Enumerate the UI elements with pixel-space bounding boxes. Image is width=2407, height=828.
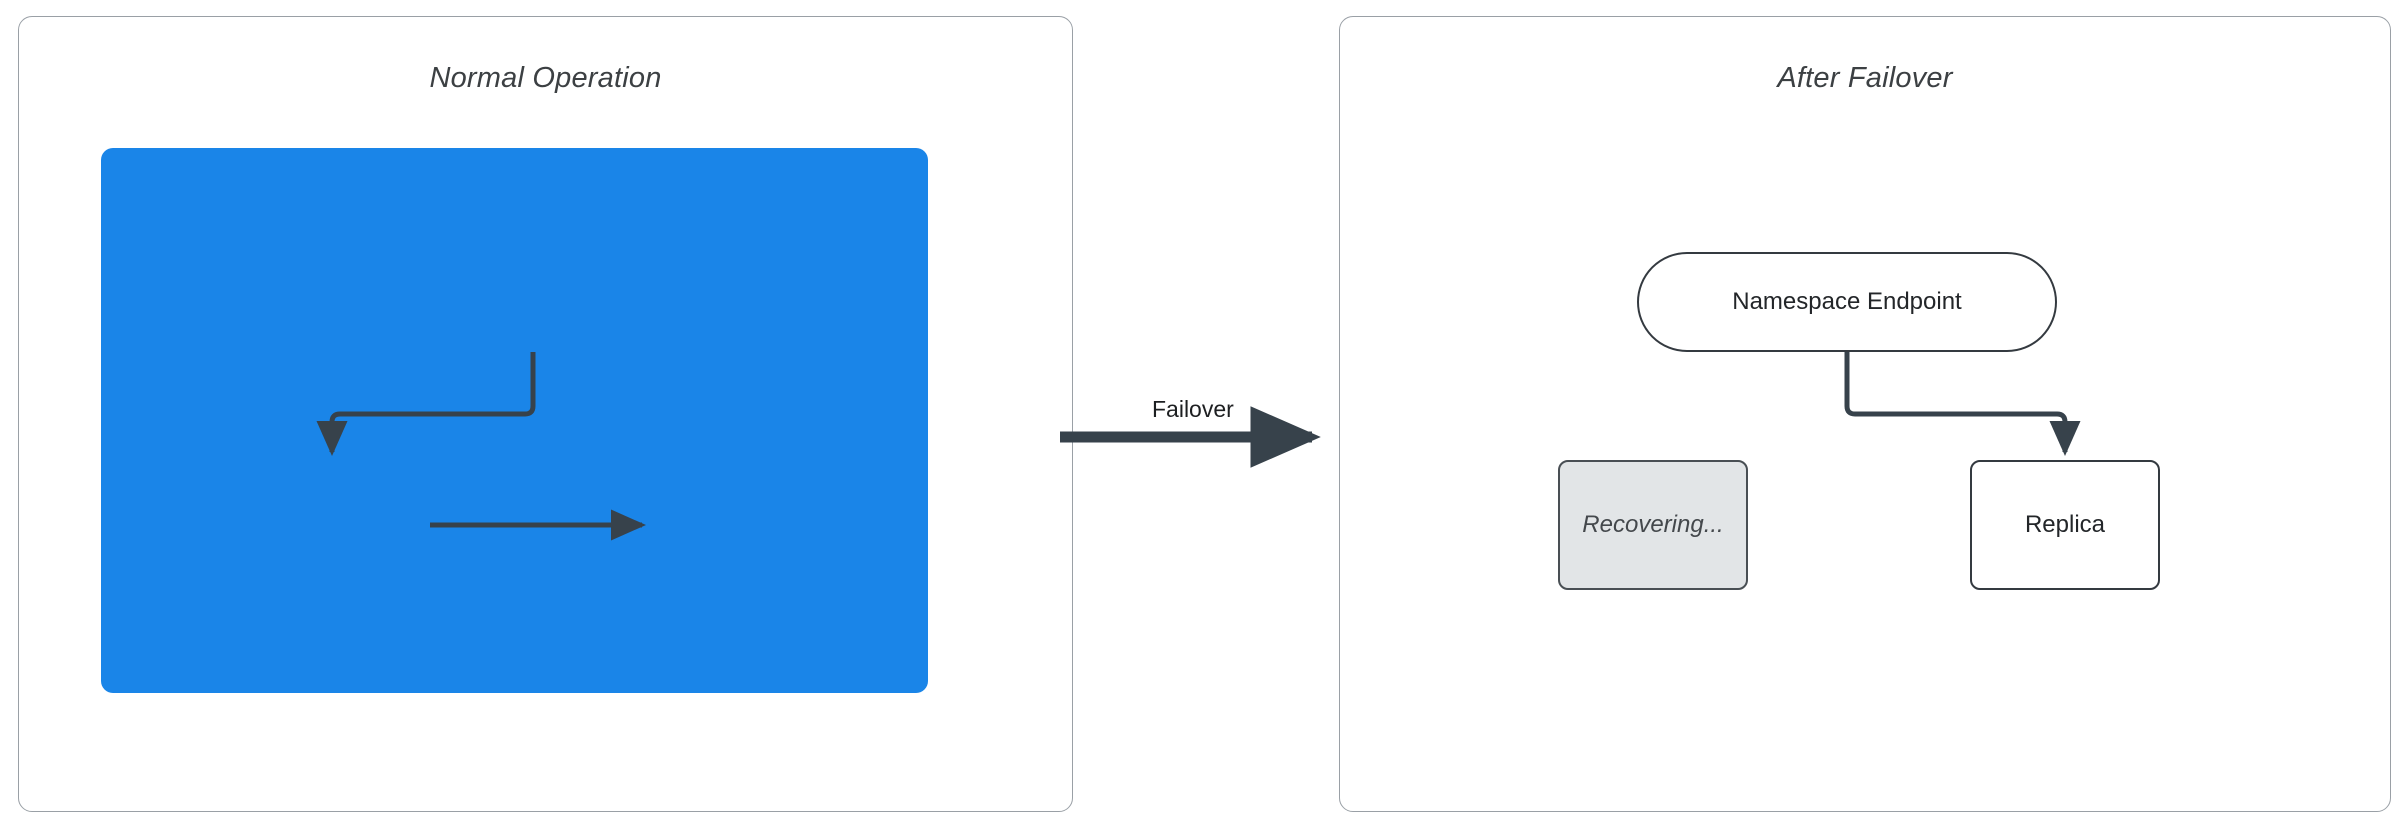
blue-region-after-failover — [105, 148, 928, 693]
node-namespace-endpoint-right[interactable]: Namespace Endpoint — [1637, 252, 2057, 352]
node-replica-right[interactable]: Replica — [1970, 460, 2160, 590]
edge-label-failover: Failover — [1152, 396, 1234, 422]
panel-after-failover — [1339, 16, 2391, 812]
panel-title-after-failover: After Failover — [1777, 62, 1953, 94]
panel-title-normal-operation: Normal Operation — [429, 62, 662, 94]
node-recovering[interactable]: Recovering... — [1558, 460, 1748, 590]
